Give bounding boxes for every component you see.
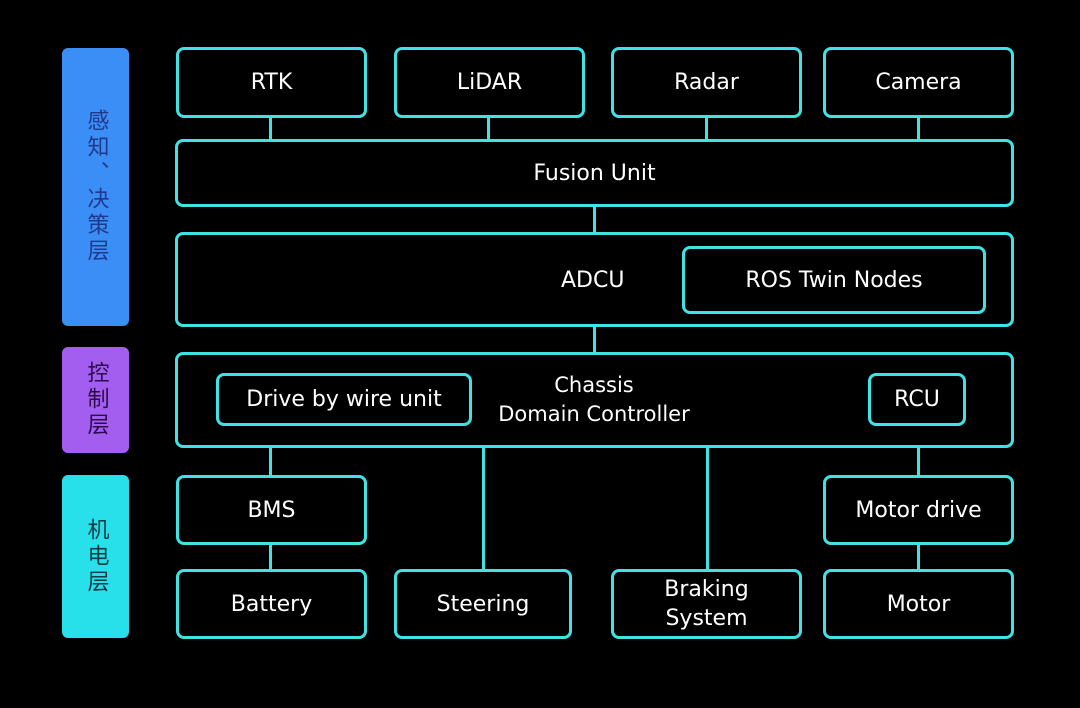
connector-fusion-adcu: [593, 205, 596, 235]
rcu-box: RCU: [868, 373, 966, 426]
radar-box: Radar: [611, 47, 802, 118]
braking-line1: Braking: [664, 577, 749, 602]
braking-line2: System: [665, 606, 748, 631]
layer-electromechanical: 机电层: [62, 475, 129, 638]
braking-system-box: Braking System: [611, 569, 802, 639]
connector-motordrive-motor: [917, 542, 920, 572]
drive-by-wire-unit-box: Drive by wire unit: [216, 373, 472, 426]
connector-chassis-motordrive: [917, 446, 920, 478]
layer-control: 控制层: [62, 347, 129, 453]
connector-chassis-braking: [706, 446, 709, 572]
layer-label: 控制层: [83, 361, 109, 439]
motor-box: Motor: [823, 569, 1014, 639]
connector-camera-fusion: [917, 116, 920, 141]
chassis-line2: Domain Controller: [498, 402, 690, 426]
layer-perception-decision: 感知、决策层: [62, 48, 129, 326]
motor-drive-box: Motor drive: [823, 475, 1014, 545]
connector-bms-battery: [269, 542, 272, 572]
ros-twin-nodes-box: ROS Twin Nodes: [682, 246, 986, 314]
lidar-box: LiDAR: [394, 47, 585, 118]
connector-chassis-steering: [482, 446, 485, 572]
camera-box: Camera: [823, 47, 1014, 118]
chassis-line1: Chassis: [554, 373, 634, 397]
connector-lidar-fusion: [487, 116, 490, 141]
bms-box: BMS: [176, 475, 367, 545]
rtk-box: RTK: [176, 47, 367, 118]
battery-box: Battery: [176, 569, 367, 639]
connector-chassis-bms: [269, 446, 272, 478]
connector-radar-fusion: [705, 116, 708, 141]
steering-box: Steering: [394, 569, 572, 639]
layer-label: 机电层: [83, 517, 109, 596]
connector-adcu-chassis: [593, 325, 596, 355]
fusion-unit-box: Fusion Unit: [175, 139, 1014, 207]
chassis-domain-controller-label: Chassis Domain Controller: [480, 371, 708, 429]
connector-rtk-fusion: [269, 116, 272, 141]
adcu-label: ADCU: [561, 268, 625, 293]
layer-label: 感知、决策层: [83, 109, 109, 265]
